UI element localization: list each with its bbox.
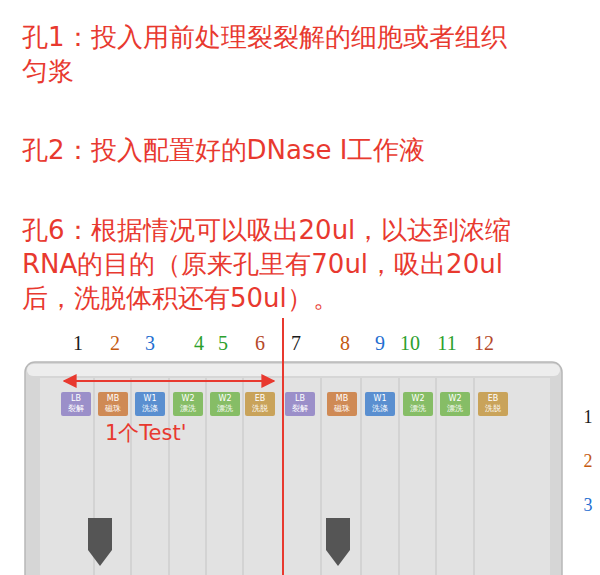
reagent-code: MB	[107, 394, 119, 404]
well-number: 2	[110, 332, 120, 354]
plate-face	[40, 378, 550, 575]
reagent-code: W2	[412, 394, 425, 404]
reagent-tag: W2漂洗	[440, 392, 470, 416]
reagent-code: W2	[449, 394, 462, 404]
test-label: 1个Test'	[105, 420, 187, 446]
reagent-step: 漂洗	[447, 404, 463, 414]
well-number: 3	[584, 496, 593, 516]
reagent-step: 洗涤	[372, 404, 388, 414]
reagent-step: 洗脱	[485, 404, 501, 414]
well-number: 3	[145, 332, 155, 354]
reagent-tag: LB裂解	[61, 392, 91, 416]
reagent-step: 磁珠	[334, 404, 350, 414]
note-text: 孔1：投入用前处理裂裂解的细胞或者组织匀浆	[22, 20, 522, 88]
reagent-tag: EB洗脱	[478, 392, 508, 416]
reagent-code: W1	[144, 394, 157, 404]
note-text: 孔2：投入配置好的DNase I工作液	[22, 133, 522, 167]
reagent-code: EB	[255, 394, 266, 404]
reagent-tag: MB磁珠	[98, 392, 128, 416]
reagent-tag: MB磁珠	[327, 392, 357, 416]
reagent-step: 洗涤	[142, 404, 158, 414]
reagent-code: LB	[71, 394, 81, 404]
reagent-step: 漂洗	[180, 404, 196, 414]
well-number: 7	[291, 332, 301, 354]
reagent-tag: W2漂洗	[173, 392, 203, 416]
reagent-tag: W2漂洗	[210, 392, 240, 416]
reagent-step: 裂解	[292, 404, 308, 414]
note-text: 孔6：根据情况可以吸出20ul，以达到浓缩RNA的目的（原来孔里有70ul，吸出…	[22, 213, 522, 315]
reagent-code: W2	[219, 394, 232, 404]
divider-line	[282, 318, 284, 575]
reagent-tag: W1洗涤	[365, 392, 395, 416]
reagent-tag: W2漂洗	[403, 392, 433, 416]
well-number: 2	[584, 452, 593, 472]
plate-body	[25, 362, 562, 575]
well-number: 8	[340, 332, 350, 354]
tip-cover	[88, 518, 112, 566]
plate-rim	[27, 364, 560, 376]
reagent-code: W1	[374, 394, 387, 404]
reagent-tag: W1洗涤	[135, 392, 165, 416]
reagent-step: 漂洗	[217, 404, 233, 414]
reagent-step: 洗脱	[252, 404, 268, 414]
reagent-step: 磁珠	[105, 404, 121, 414]
well-number: 1	[584, 408, 593, 428]
well-number: 1	[73, 332, 83, 354]
well-number: 12	[474, 332, 494, 354]
reagent-code: MB	[336, 394, 348, 404]
well-number: 5	[218, 332, 228, 354]
well-number: 10	[400, 332, 420, 354]
well-number: 4	[194, 332, 204, 354]
reagent-tag: LB裂解	[285, 392, 315, 416]
reagent-code: EB	[488, 394, 499, 404]
test-span-arrow	[64, 380, 274, 382]
reagent-tag: EB洗脱	[245, 392, 275, 416]
well-number: 11	[437, 332, 456, 354]
reagent-code: LB	[295, 394, 305, 404]
well-number: 6	[255, 332, 265, 354]
reagent-step: 裂解	[68, 404, 84, 414]
reagent-code: W2	[182, 394, 195, 404]
tip-cover	[326, 518, 350, 566]
reagent-step: 漂洗	[410, 404, 426, 414]
well-number: 9	[375, 332, 385, 354]
